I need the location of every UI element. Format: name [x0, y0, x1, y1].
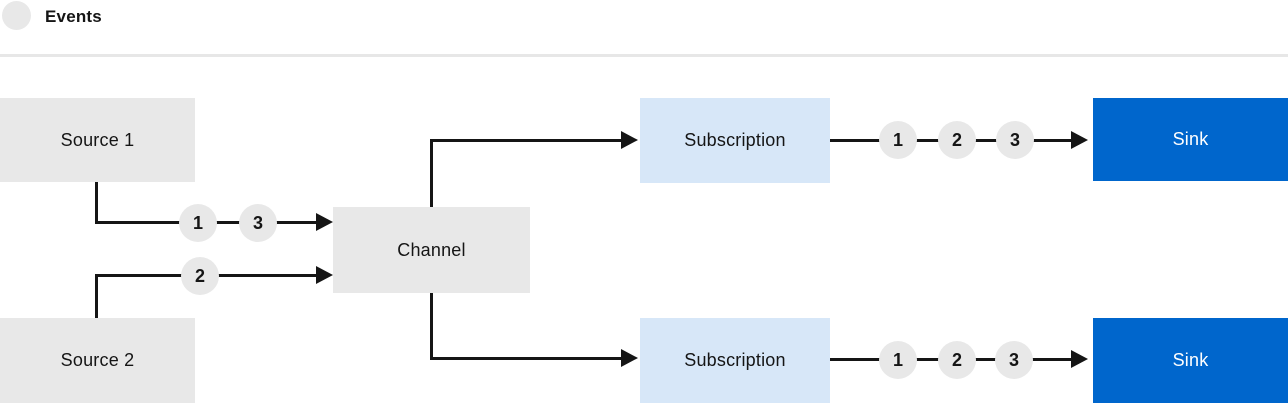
connector-channel-top-horizontal — [430, 139, 622, 142]
legend-label: Events — [45, 7, 102, 26]
divider — [0, 54, 1288, 57]
node-source-1-label: Source 1 — [60, 129, 135, 150]
node-subscription-top-label: Subscription — [684, 130, 786, 150]
arrowhead-subscription-bottom-to-sink — [1071, 350, 1088, 368]
event-badge: 3 — [995, 341, 1033, 379]
connector-source2-vertical — [95, 275, 98, 318]
connector-channel-bottom-vertical — [430, 292, 433, 360]
event-badge: 3 — [239, 204, 277, 242]
event-circle-icon — [2, 1, 31, 30]
node-sink-top: Sink — [1093, 98, 1288, 181]
event-badge: 1 — [879, 341, 917, 379]
node-sink-bottom: Sink — [1093, 318, 1288, 403]
event-badge: 2 — [938, 341, 976, 379]
arrowhead-channel-to-subscription-top — [621, 131, 638, 149]
node-subscription-bottom: Subscription — [640, 318, 830, 403]
node-sink-bottom-label: Sink — [1172, 350, 1209, 370]
connector-source1-vertical — [95, 181, 98, 223]
node-channel-label: Channel — [397, 239, 466, 260]
node-source-2: Source 2 — [0, 318, 195, 403]
event-badge: 2 — [938, 121, 976, 159]
arrowhead-source1-to-channel — [316, 213, 333, 231]
node-source-1: Source 1 — [0, 98, 195, 182]
event-badge: 1 — [879, 121, 917, 159]
event-badge: 3 — [996, 121, 1034, 159]
event-badge: 1 — [179, 204, 217, 242]
connector-channel-top-vertical — [430, 139, 433, 208]
arrowhead-subscription-top-to-sink — [1071, 131, 1088, 149]
node-sink-top-label: Sink — [1172, 129, 1209, 149]
event-badge: 2 — [181, 257, 219, 295]
connector-channel-bottom-horizontal — [430, 357, 622, 360]
node-channel: Channel — [333, 207, 530, 293]
node-subscription-top: Subscription — [640, 98, 830, 183]
arrowhead-channel-to-subscription-bottom — [621, 349, 638, 367]
node-subscription-bottom-label: Subscription — [684, 350, 786, 370]
node-source-2-label: Source 2 — [60, 350, 135, 370]
arrowhead-source2-to-channel — [316, 266, 333, 284]
